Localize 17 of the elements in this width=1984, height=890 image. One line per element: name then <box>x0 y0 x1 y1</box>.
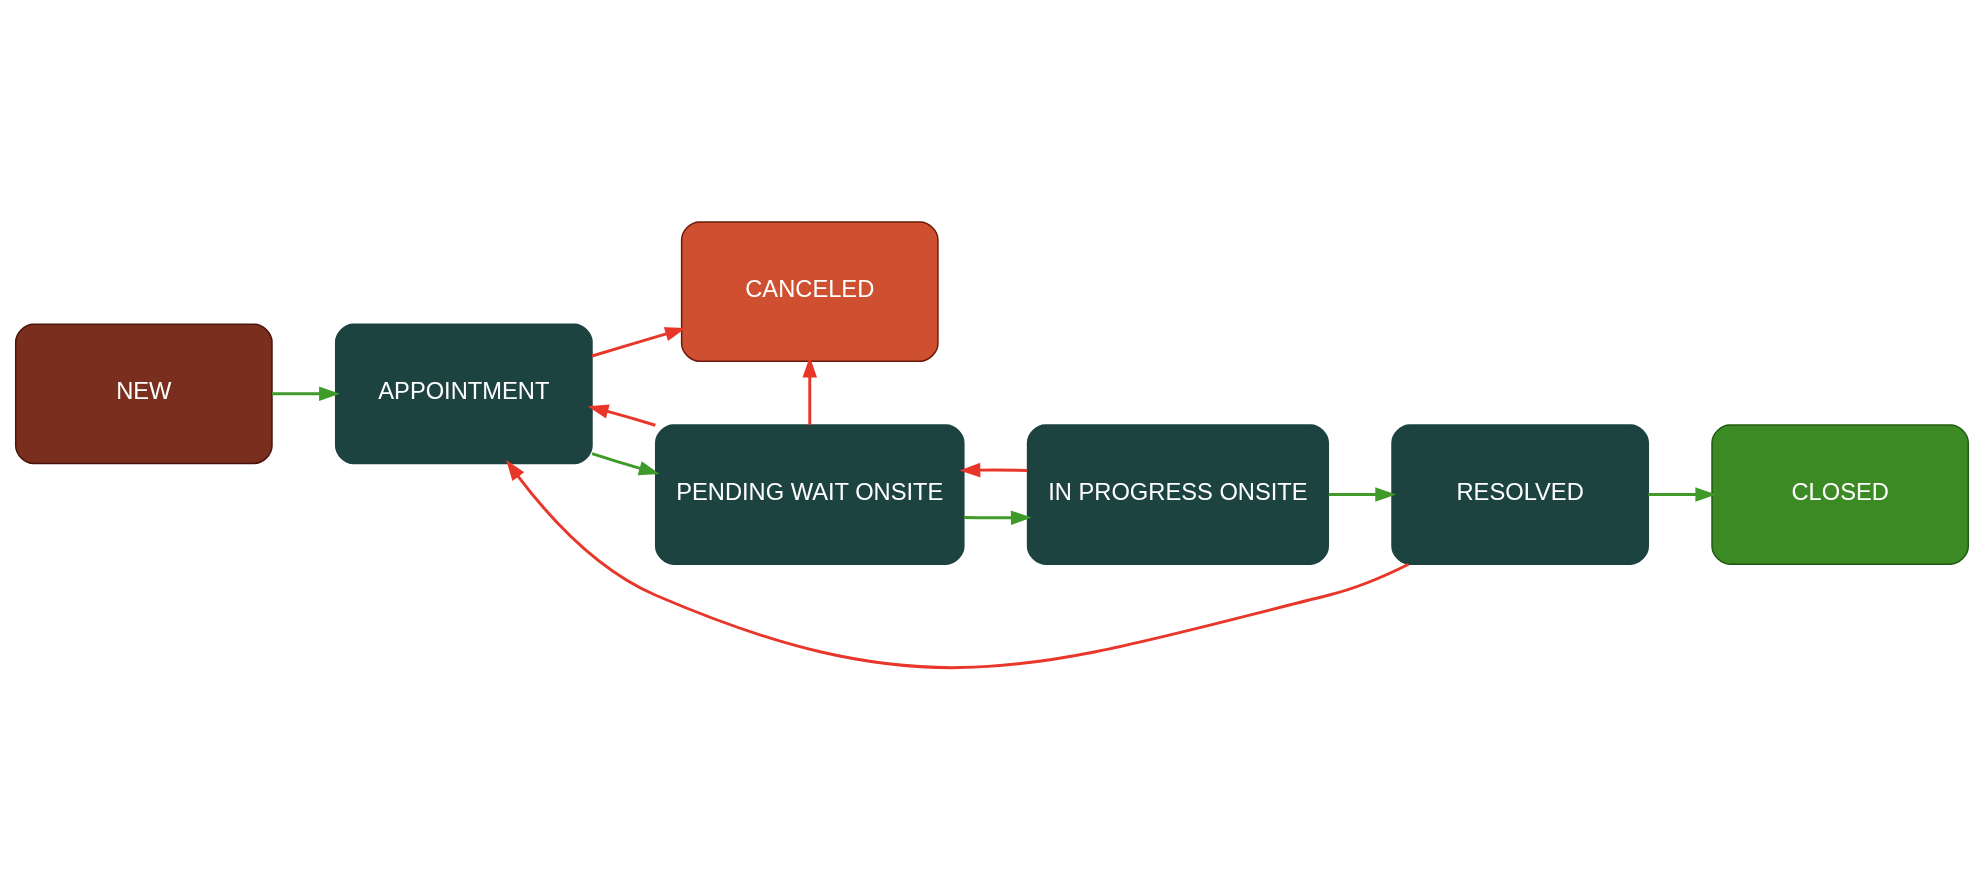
node-box: CLOSED <box>1711 424 1970 565</box>
node-box: CANCELED <box>680 221 939 362</box>
arrow <box>506 459 1410 669</box>
arrow <box>964 510 1032 526</box>
arrow <box>802 356 818 425</box>
node-box: RESOLVED <box>1391 424 1650 565</box>
arrow <box>587 404 656 427</box>
node-box: APPOINTMENT <box>334 323 593 465</box>
arrow <box>591 327 686 358</box>
node-box: NEW <box>14 323 273 465</box>
node-box: PENDING WAIT ONSITE <box>654 424 965 565</box>
arrow <box>1328 487 1397 502</box>
node-box: IN PROGRESS ONSITE <box>1026 424 1330 565</box>
arrow <box>591 452 660 476</box>
arrow <box>272 386 340 402</box>
arrow <box>959 462 1028 478</box>
arrow <box>1648 487 1717 502</box>
